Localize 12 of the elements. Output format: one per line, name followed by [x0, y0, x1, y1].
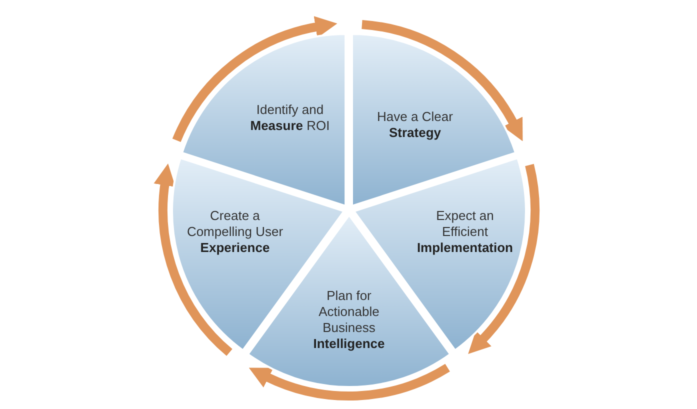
- segment-label: Identify and Measure ROI: [249, 102, 331, 134]
- segment-label: Create a Compelling User Experience: [186, 208, 284, 256]
- pie-segment: [182, 34, 346, 206]
- segment-label: Plan for Actionable Business Intelligence: [312, 288, 386, 352]
- cycle-arrow: [468, 164, 540, 355]
- cycle-arrow: [361, 20, 524, 141]
- pie-segment: [352, 34, 516, 206]
- cycle-arrow: [154, 163, 233, 356]
- segment-label: Have a Clear Strategy: [376, 108, 454, 141]
- cycle-arrow: [172, 16, 338, 142]
- cycle-arrow: [248, 364, 450, 400]
- segment-label: Expect an Efficient Implementation: [416, 208, 514, 256]
